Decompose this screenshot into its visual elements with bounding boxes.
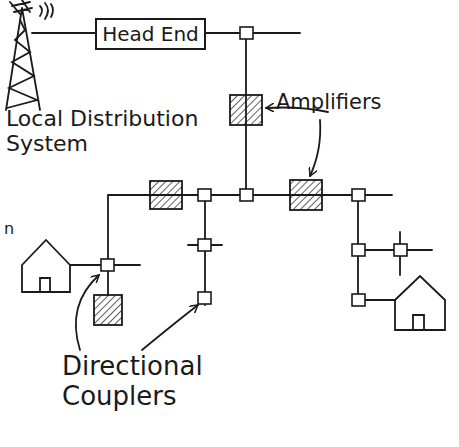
- amplifier: [94, 295, 122, 325]
- annotation-label: Local Distribution System: [6, 106, 226, 157]
- head-end-box: Head End: [95, 18, 206, 50]
- directional-coupler: [394, 244, 407, 256]
- annotation-label: Directional Couplers: [62, 352, 221, 412]
- annotation-label: Amplifiers: [276, 90, 382, 114]
- directional-coupler: [352, 294, 365, 306]
- annotation-label: n: [4, 220, 14, 238]
- leader-arrow: [142, 305, 198, 350]
- directional-coupler: [198, 189, 211, 201]
- directional-coupler: [198, 292, 211, 304]
- box-label: Head End: [102, 23, 199, 46]
- distribution-line: [188, 195, 222, 305]
- distribution-line: [358, 195, 432, 300]
- feed-line: [32, 32, 95, 34]
- leader-arrow: [310, 120, 320, 176]
- amplifier: [230, 95, 262, 125]
- directional-coupler: [240, 189, 253, 201]
- directional-coupler: [101, 259, 114, 271]
- directional-coupler: [352, 189, 365, 201]
- house: [395, 276, 445, 330]
- directional-coupler: [240, 27, 253, 39]
- distribution-line: [108, 195, 392, 295]
- house: [22, 240, 70, 292]
- antenna-tower: [6, 0, 53, 110]
- directional-coupler: [198, 239, 211, 251]
- amplifier: [150, 181, 182, 209]
- amplifier: [290, 180, 322, 210]
- directional-coupler: [352, 244, 365, 256]
